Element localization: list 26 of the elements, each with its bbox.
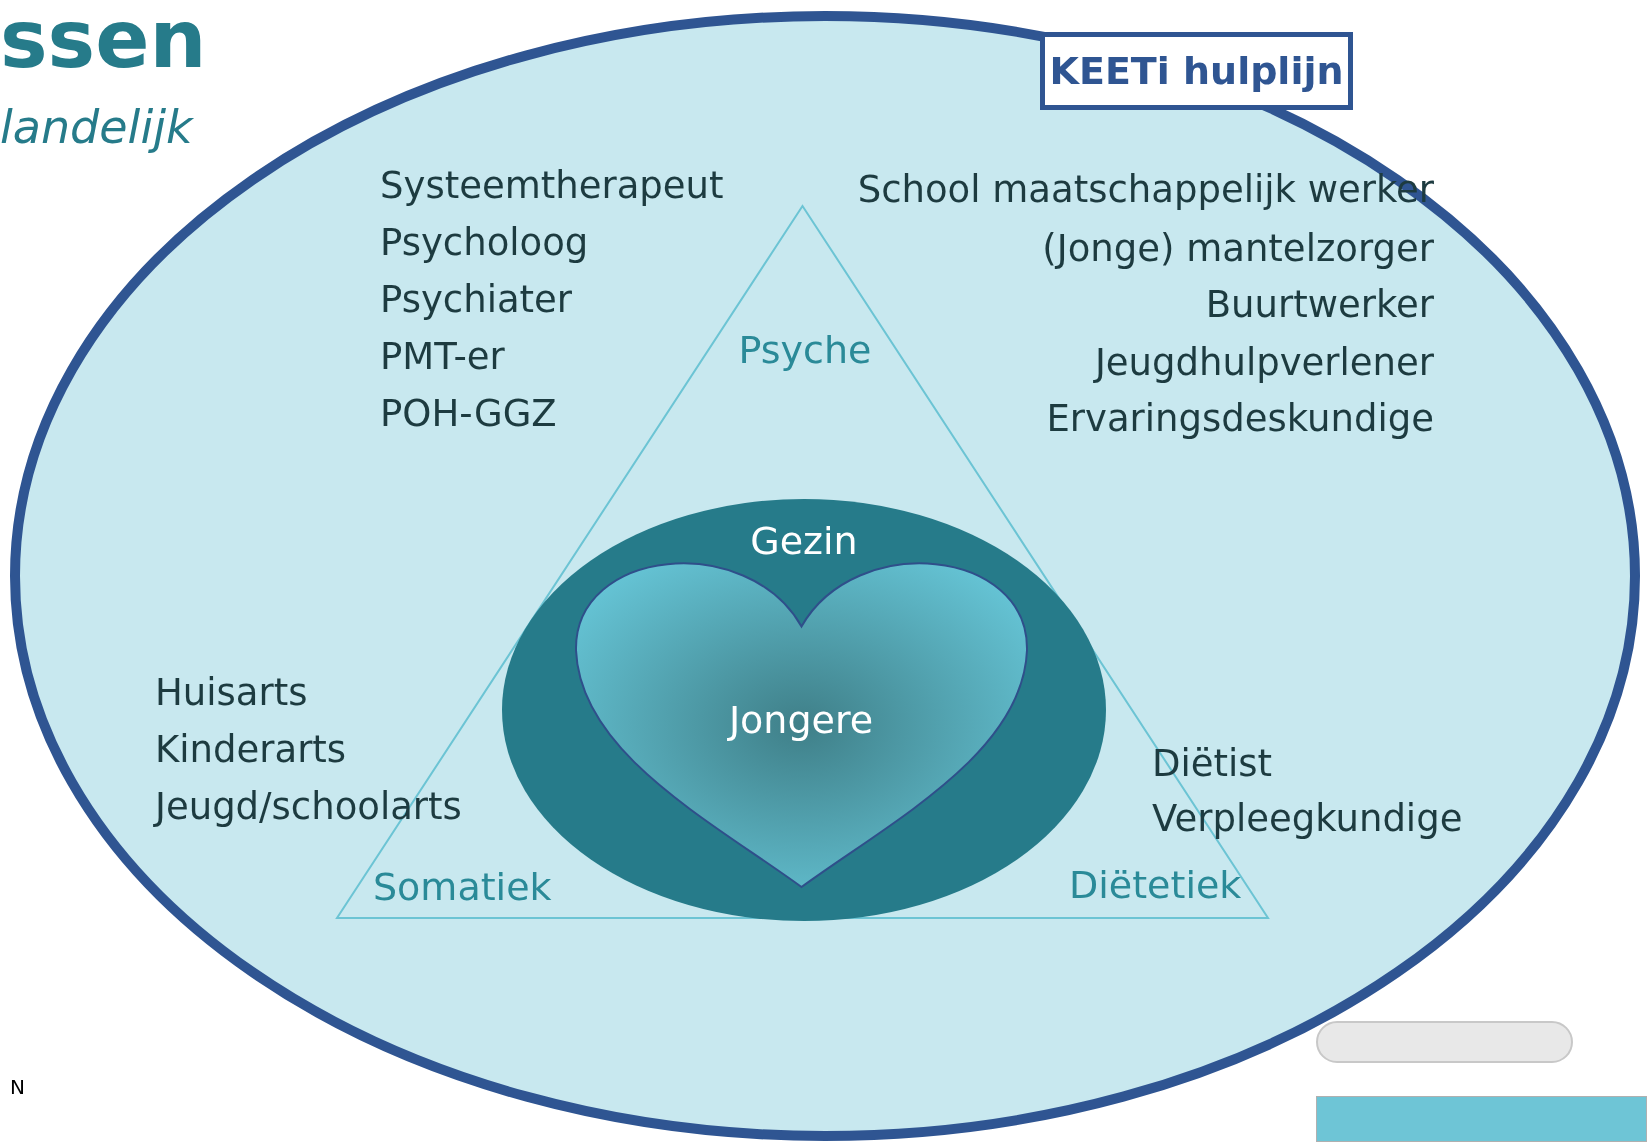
corner-label: Somatiek: [373, 865, 552, 911]
subtitle: landelijk: [0, 100, 193, 156]
profession-label: Psychiater: [380, 278, 573, 322]
profession-label: PMT-er: [380, 335, 505, 379]
profession-label: Jeugdhulpverlener: [1094, 341, 1434, 385]
bar: [1316, 1096, 1647, 1142]
profession-label: Systeemtherapeut: [380, 164, 724, 208]
profession-label: POH-GGZ: [380, 392, 557, 436]
group-title: Gezin: [750, 519, 858, 565]
page-title: ssen: [0, 0, 207, 88]
box-title: KEETi hulplijn: [1048, 48, 1345, 95]
title-box: [1040, 32, 1353, 110]
profession-label: Kinderarts: [155, 728, 347, 772]
center-label: Jongere: [728, 698, 874, 744]
profession-label: (Jonge) mantelzorger: [1042, 227, 1434, 271]
profession-label: Ervaringsdeskundige: [1046, 397, 1434, 441]
profession-label: Jeugd/schoolarts: [155, 785, 462, 829]
profession-label: Buurtwerker: [1205, 283, 1434, 327]
profession-label: Huisarts: [155, 671, 308, 715]
corner-label: Psyche: [738, 328, 872, 374]
profession-label: Diëtist: [1152, 742, 1273, 786]
profession-label: Verpleegkundige: [1152, 797, 1463, 841]
profession-label: Psycholoog: [380, 221, 589, 265]
corner-letter: N: [10, 1075, 25, 1099]
corner-label: Diëtetiek: [1069, 863, 1242, 909]
bar: [1316, 1021, 1573, 1063]
